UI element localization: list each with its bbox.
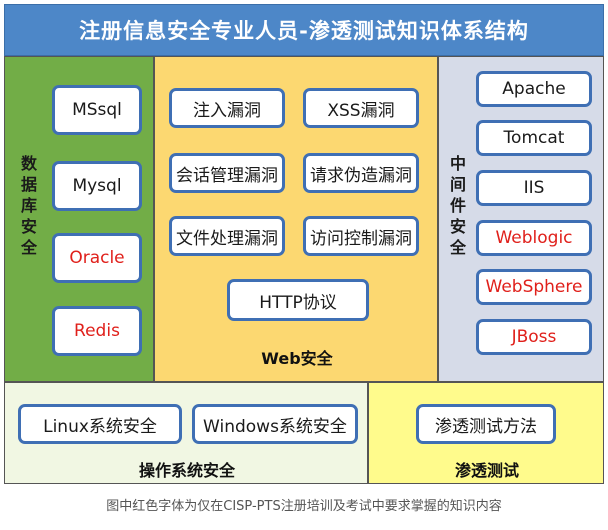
- pentest-panel: 渗透测试方法 渗透测试: [368, 382, 604, 484]
- db-item-redis: Redis: [52, 306, 142, 356]
- database-security-panel: 数据库安全 MSsql Mysql Oracle Redis: [4, 56, 154, 382]
- diagram-caption: 图中红色字体为仅在CISP-PTS注册培训及考试中要求掌握的知识内容: [106, 499, 502, 514]
- mw-item-tomcat: Tomcat: [476, 120, 592, 156]
- web-security-label: Web安全: [261, 349, 333, 368]
- mw-item-apache: Apache: [476, 71, 592, 107]
- web-item-access-control: 访问控制漏洞: [303, 216, 419, 256]
- database-security-label: 数据库安全: [20, 154, 37, 257]
- mw-item-weblogic: Weblogic: [476, 220, 592, 256]
- pentest-label: 渗透测试: [454, 461, 519, 480]
- os-security-panel: Linux系统安全 Windows系统安全 操作系统安全: [4, 382, 368, 484]
- pentest-item-methods: 渗透测试方法: [416, 404, 556, 444]
- web-security-panel: 注入漏洞 XSS漏洞 会话管理漏洞 请求伪造漏洞 文件处理漏洞 访问控制漏洞 H…: [154, 56, 438, 382]
- web-item-http: HTTP协议: [227, 279, 369, 321]
- web-item-xss: XSS漏洞: [303, 88, 419, 128]
- diagram-title: 注册信息安全专业人员-渗透测试知识体系结构: [4, 4, 604, 56]
- os-security-label: 操作系统安全: [138, 461, 235, 480]
- db-item-oracle: Oracle: [52, 233, 142, 283]
- mw-item-websphere: WebSphere: [476, 269, 592, 305]
- middleware-security-label: 中间件安全: [449, 154, 466, 257]
- db-item-mssql: MSsql: [52, 85, 142, 135]
- os-item-windows: Windows系统安全: [192, 404, 358, 444]
- web-item-session: 会话管理漏洞: [169, 153, 285, 193]
- web-item-injection: 注入漏洞: [169, 88, 285, 128]
- mw-item-jboss: JBoss: [476, 319, 592, 355]
- os-item-linux: Linux系统安全: [18, 404, 182, 444]
- db-item-mysql: Mysql: [52, 161, 142, 211]
- middleware-security-panel: 中间件安全 Apache Tomcat IIS Weblogic WebSphe…: [438, 56, 604, 382]
- web-item-csrf: 请求伪造漏洞: [303, 153, 419, 193]
- web-item-file-handling: 文件处理漏洞: [169, 216, 285, 256]
- mw-item-iis: IIS: [476, 170, 592, 206]
